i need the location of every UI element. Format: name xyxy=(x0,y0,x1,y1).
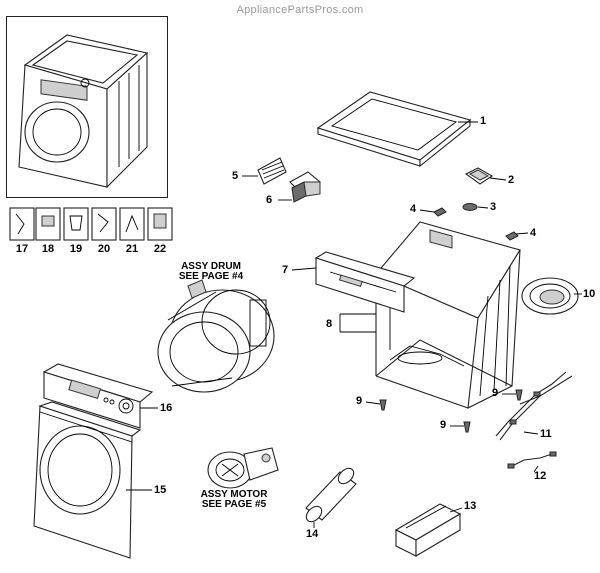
callout-7: 7 xyxy=(282,264,289,276)
callout-12: 12 xyxy=(534,470,547,482)
part-bracket-left xyxy=(433,207,447,217)
note-motor-assembly: ASSY MOTOR SEE PAGE #5 xyxy=(196,490,272,510)
kit-parts-row xyxy=(9,207,173,241)
part-control-module xyxy=(394,503,462,557)
part-sensor-harness xyxy=(507,451,557,469)
callout-13: 13 xyxy=(464,500,477,512)
kit-part-19: 19 xyxy=(69,243,83,255)
callout-3: 3 xyxy=(490,201,497,213)
part-switch-block xyxy=(289,171,321,203)
part-motor-assembly xyxy=(207,447,279,489)
part-duct-ring xyxy=(521,277,579,315)
part-vent-duct xyxy=(305,467,357,523)
note-motor-line-1: ASSY MOTOR xyxy=(200,489,268,500)
part-knob xyxy=(462,203,478,211)
kit-part-18: 18 xyxy=(41,243,55,255)
note-drum-line-2: SEE PAGE #4 xyxy=(178,271,244,282)
callout-10: 10 xyxy=(583,288,596,300)
kit-part-17: 17 xyxy=(15,243,29,255)
callout-4-right: 4 xyxy=(530,227,537,239)
part-top-cover xyxy=(316,91,472,168)
callout-5: 5 xyxy=(232,170,239,182)
part-control-panel xyxy=(42,363,154,429)
assembled-dryer-illustration xyxy=(18,34,149,189)
note-drum-assembly: ASSY DRUM SEE PAGE #4 xyxy=(176,262,246,282)
part-cabinet xyxy=(375,221,521,409)
part-screw xyxy=(379,399,387,411)
callout-1: 1 xyxy=(480,115,487,127)
callout-4-left: 4 xyxy=(410,203,417,215)
leader-lines xyxy=(126,121,582,528)
assembled-dryer-inset xyxy=(6,16,168,198)
part-bracket-right xyxy=(505,231,519,241)
note-drum-line-1: ASSY DRUM xyxy=(181,261,241,272)
note-motor-line-2: SEE PAGE #5 xyxy=(201,499,267,510)
callout-9-left: 9 xyxy=(356,395,363,407)
callout-11: 11 xyxy=(540,428,552,440)
callout-16: 16 xyxy=(160,402,173,414)
watermark: AppliancePartsPros.com xyxy=(236,4,364,16)
callout-15: 15 xyxy=(154,484,167,496)
part-filter-housing xyxy=(257,157,287,185)
callout-8: 8 xyxy=(326,318,333,330)
callout-9-bottom: 9 xyxy=(440,419,447,431)
callout-14: 14 xyxy=(306,528,319,540)
part-sensor xyxy=(464,167,494,185)
part-wire-harness xyxy=(495,371,573,441)
kit-part-21: 21 xyxy=(125,243,139,255)
kit-part-20: 20 xyxy=(97,243,111,255)
callout-2: 2 xyxy=(508,174,515,186)
part-front-panel xyxy=(33,401,142,559)
part-screw xyxy=(515,389,523,401)
callout-6: 6 xyxy=(266,194,273,206)
callout-9-right: 9 xyxy=(492,387,499,399)
kit-part-22: 22 xyxy=(153,243,167,255)
part-control-bracket xyxy=(314,251,416,313)
part-screw xyxy=(463,421,471,433)
part-drum-assembly xyxy=(157,279,275,393)
